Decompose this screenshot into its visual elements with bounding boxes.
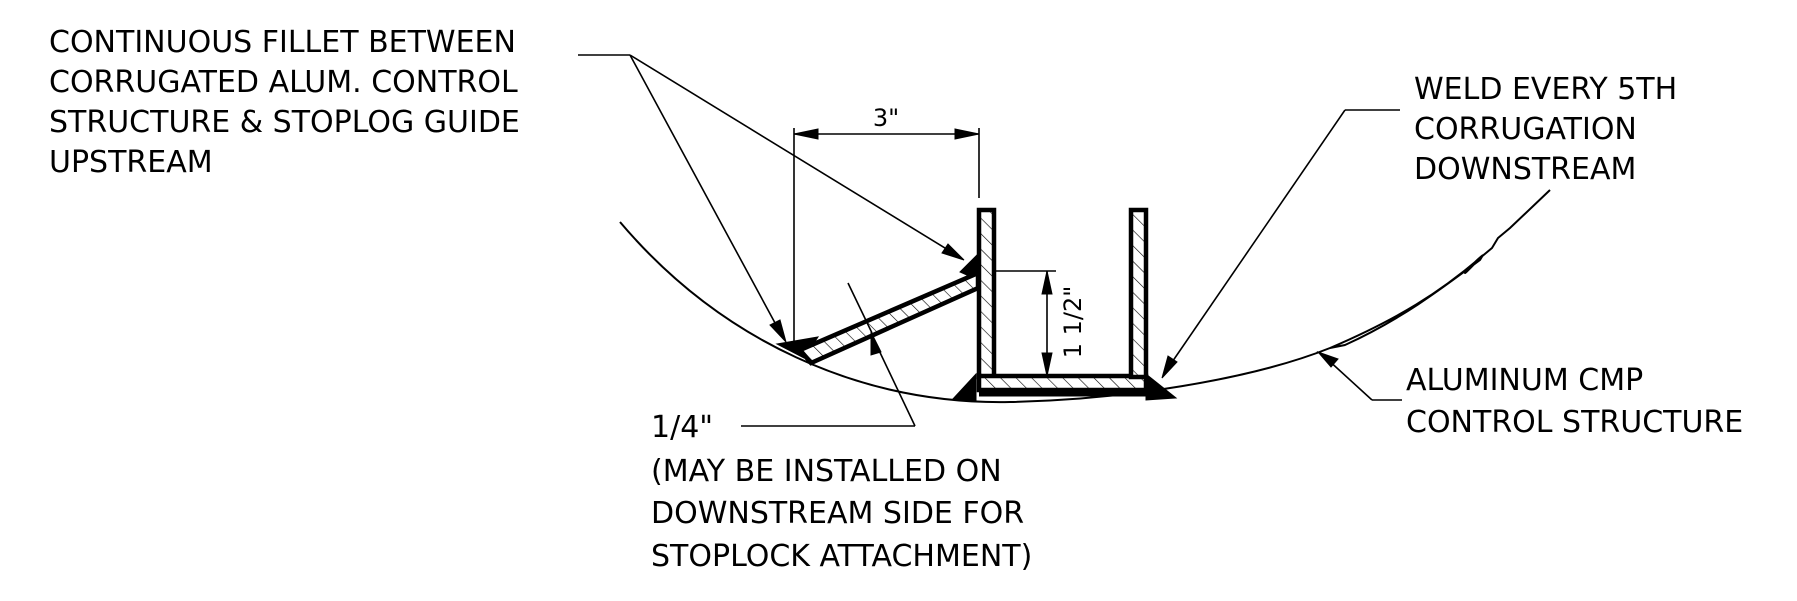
- channel-left-leg: [976, 207, 997, 380]
- dim-3-arrow-right: [954, 128, 980, 140]
- brace-thickness-tick: [847, 282, 873, 334]
- dim-3-arrow-left: [793, 128, 819, 140]
- weld-leader: [1167, 109, 1346, 369]
- channel-right-leg: [1128, 207, 1149, 380]
- dim-width-text: 3": [873, 104, 899, 132]
- dim-15-arrow-bottom: [1041, 352, 1053, 377]
- fillet-leader-left: [629, 54, 782, 335]
- dim-15-arrow-top: [1041, 270, 1053, 295]
- weld-note: WELD EVERY 5TH CORRUGATION DOWNSTREAM: [1414, 72, 1687, 187]
- structure-note: ALUMINUM CMP CONTROL STRUCTURE: [1406, 363, 1743, 440]
- brace-leader: [874, 341, 916, 427]
- fillet-note: CONTINUOUS FILLET BETWEEN CORRUGATED ALU…: [49, 25, 529, 180]
- fillet-leader-right: [629, 54, 959, 257]
- fillet-arrow-left: [769, 319, 787, 343]
- dim-height-text: 1 1/2": [1059, 286, 1087, 359]
- fillet-arrow-right: [941, 243, 965, 261]
- structure-leader: [1325, 357, 1373, 401]
- diagonal-brace: [796, 269, 981, 366]
- brace-note: 1/4" (MAY BE INSTALLED ON DOWNSTREAM SID…: [651, 410, 1034, 574]
- structure-arrow: [1316, 350, 1339, 368]
- bottom-left-weld: [950, 372, 977, 401]
- channel-base: [976, 373, 1149, 393]
- brace-arrow: [870, 331, 882, 356]
- cmp-pipe-arc: [619, 189, 1551, 404]
- weld-arrow: [1161, 355, 1178, 379]
